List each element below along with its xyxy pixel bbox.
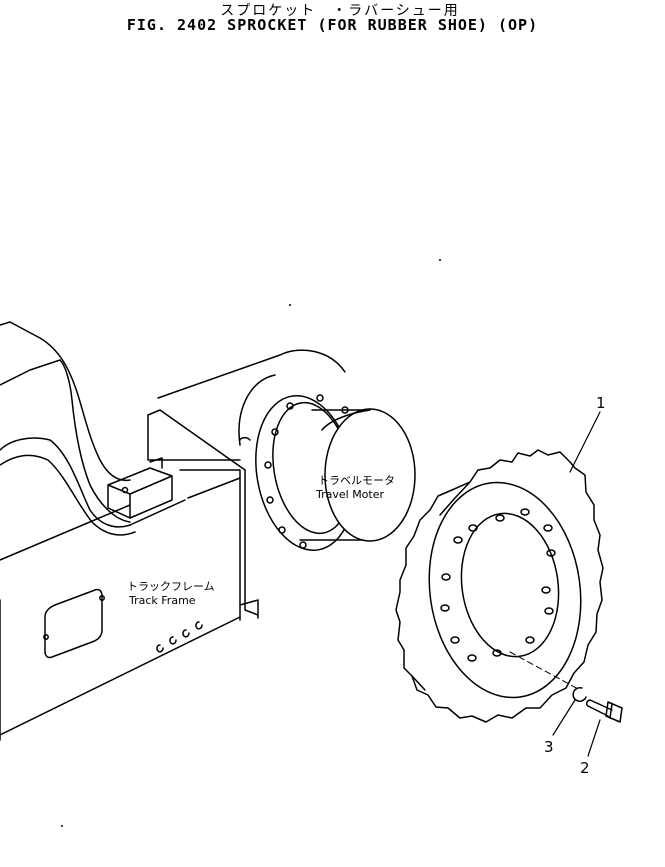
callout-leader-3 (552, 699, 576, 736)
callout-number-2: 2 (580, 759, 590, 777)
assembly-center-line (509, 651, 581, 691)
travel-motor-label: Travel Moter (315, 488, 384, 501)
callout-leader-2 (587, 719, 601, 757)
bolt (585, 699, 623, 723)
callout-number-1: 1 (596, 394, 606, 412)
motor-mounting-bracket (147, 354, 281, 619)
figure-title: FIG. 2402 SPROCKET (FOR RUBBER SHOE) (OP… (126, 16, 539, 34)
figure-title-japanese: スプロケット ・ラバーシュー用 (220, 3, 460, 19)
track-frame-label: Track Frame (128, 594, 196, 607)
sprocket (395, 449, 604, 723)
washer (572, 687, 587, 702)
track-frame (0, 321, 241, 741)
track-frame-label-jp: トラックフレーム (127, 580, 215, 593)
callout-number-3: 3 (544, 738, 554, 756)
travel-motor (238, 349, 416, 552)
callout-leader-1 (569, 411, 601, 473)
travel-motor-label-jp: トラベルモータ (318, 474, 395, 487)
